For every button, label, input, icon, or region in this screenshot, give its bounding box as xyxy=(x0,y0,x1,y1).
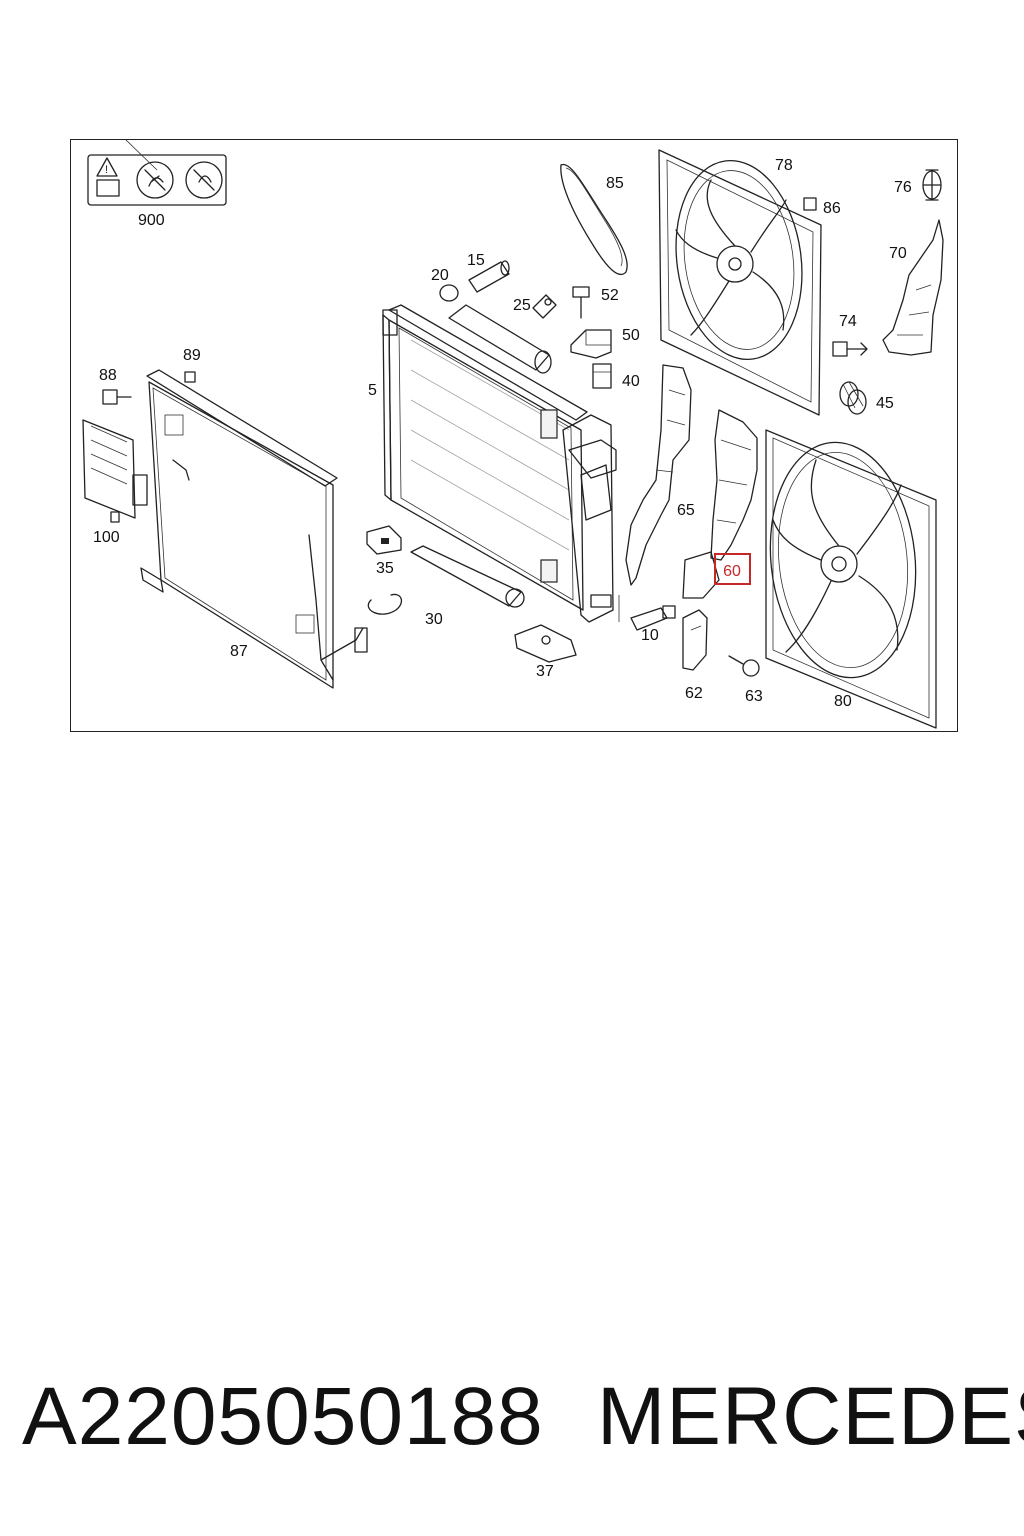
sensor-25-icon xyxy=(532,294,557,319)
air-duct-65-icon xyxy=(625,364,692,586)
callout-88: 88 xyxy=(99,367,117,384)
part-number: A2205050188 xyxy=(22,1371,544,1462)
callout-87: 87 xyxy=(230,643,248,660)
cover-62-icon xyxy=(682,609,708,671)
bolt-88-icon xyxy=(102,389,132,405)
callout-70: 70 xyxy=(889,245,907,262)
brand-name: MERCEDES xyxy=(597,1371,1024,1462)
bracket-50-icon xyxy=(570,329,612,359)
drive-belt-icon xyxy=(560,163,628,276)
callout-60: 60 xyxy=(723,563,741,580)
callout-45: 45 xyxy=(876,395,894,412)
lower-fan-shroud-80-icon xyxy=(765,429,937,729)
upper-hose-icon xyxy=(448,304,552,374)
warning-label-icon: ! xyxy=(87,140,227,206)
callout-74: 74 xyxy=(839,313,857,330)
callout-40: 40 xyxy=(622,373,640,390)
callout-15: 15 xyxy=(467,252,485,269)
clip-89-icon xyxy=(184,371,196,383)
svg-text:!: ! xyxy=(105,164,108,176)
exploded-view-drawing: ! xyxy=(82,140,944,729)
callout-62: 62 xyxy=(685,685,703,702)
callout-50: 50 xyxy=(622,327,640,344)
callout-30: 30 xyxy=(425,611,443,628)
callout-60-highlight: 60 xyxy=(714,553,751,585)
callout-85: 85 xyxy=(606,175,624,192)
lower-hose-30-icon xyxy=(367,545,525,615)
callout-63: 63 xyxy=(745,688,763,705)
fan-shroud-part-60-icon xyxy=(682,409,758,599)
rubber-mount-45-icon xyxy=(839,381,867,415)
condenser-87-icon xyxy=(140,369,368,689)
clip-35-icon xyxy=(366,525,402,555)
callout-5: 5 xyxy=(368,382,377,399)
clip-40-icon xyxy=(592,363,612,389)
callout-65: 65 xyxy=(677,502,695,519)
pipe-15-icon xyxy=(468,260,510,293)
callout-80: 80 xyxy=(834,693,852,710)
callout-20: 20 xyxy=(431,267,449,284)
callout-86: 86 xyxy=(823,200,841,217)
aux-cooler-100-icon xyxy=(82,419,148,523)
callout-78: 78 xyxy=(775,157,793,174)
callout-52: 52 xyxy=(601,287,619,304)
push-rivet-76-icon xyxy=(922,169,942,201)
callout-37: 37 xyxy=(536,663,554,680)
callout-89: 89 xyxy=(183,347,201,364)
clip-86-icon xyxy=(803,197,817,211)
callout-100: 100 xyxy=(93,529,120,546)
push-rivet-63-icon xyxy=(728,655,760,677)
upper-fan-shroud-icon xyxy=(658,149,822,416)
sensor-10-icon xyxy=(618,595,676,631)
radiator-side-tank-icon xyxy=(562,414,617,623)
parts-diagram: ! xyxy=(70,139,958,732)
air-guide-70-icon xyxy=(882,219,944,356)
callout-900: 900 xyxy=(138,212,165,229)
callout-35: 35 xyxy=(376,560,394,577)
bracket-37-icon xyxy=(514,624,577,663)
callout-25: 25 xyxy=(513,297,531,314)
caption: A2205050188 MERCEDES xyxy=(0,1370,1024,1480)
radiator-5-icon xyxy=(382,304,588,611)
bolt-52-icon xyxy=(572,286,590,319)
callout-10: 10 xyxy=(641,627,659,644)
callout-76: 76 xyxy=(894,179,912,196)
hose-clamp-20-icon xyxy=(439,284,459,302)
bolt-74-icon xyxy=(832,341,868,357)
